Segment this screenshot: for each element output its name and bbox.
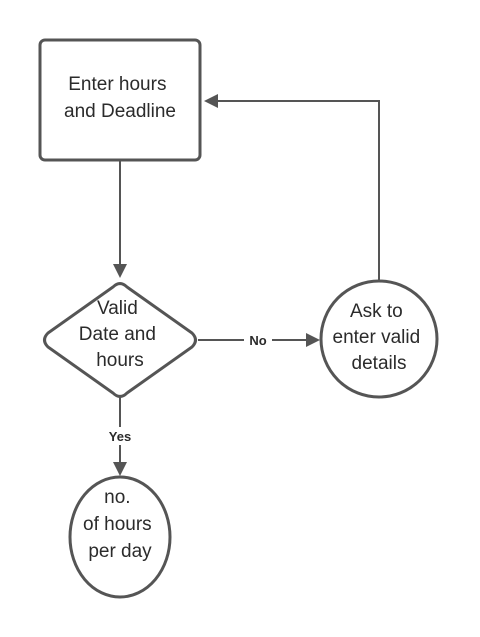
node-enter-hours-deadline: Enter hours and Deadline — [38, 38, 202, 162]
arrowhead — [113, 264, 127, 278]
node-label-decision: Valid Date and hours — [79, 298, 161, 371]
node-hours-per-day: no. of hours per day — [68, 475, 172, 599]
edge-label-yes: Yes — [109, 429, 131, 444]
node-label-result: no. of hours per day — [83, 487, 157, 562]
node-line: enter valid — [333, 327, 421, 348]
result-ellipse — [68, 475, 172, 599]
node-label-start: Enter hours and Deadline — [64, 74, 176, 122]
node-line: Enter hours — [68, 74, 166, 95]
node-ask-valid-details: Ask to enter valid details — [319, 279, 439, 399]
node-line: Valid — [97, 298, 138, 319]
process-box — [38, 38, 202, 162]
arrowhead — [306, 333, 320, 347]
node-line: Ask to — [350, 301, 403, 322]
arrowhead — [113, 462, 127, 476]
node-line: hours — [96, 350, 144, 371]
edge-ask-to-start — [204, 94, 380, 280]
edge-decision-to-ask: No — [198, 331, 320, 349]
node-label-ask: Ask to enter valid details — [333, 301, 426, 374]
edge-start-to-decision — [113, 160, 127, 278]
decision-diamond — [43, 282, 197, 398]
ask-circle — [319, 279, 439, 399]
node-line: of hours — [83, 514, 152, 535]
node-line: details — [352, 353, 407, 374]
edge-decision-to-result: Yes — [101, 396, 139, 476]
node-valid-date-hours: Valid Date and hours — [43, 282, 197, 398]
node-line: per day — [88, 541, 152, 562]
node-line: Date and — [79, 324, 156, 345]
edge-label-no: No — [249, 333, 266, 348]
arrowhead — [204, 94, 218, 108]
node-line: no. — [104, 487, 130, 508]
node-line: and Deadline — [64, 101, 176, 122]
